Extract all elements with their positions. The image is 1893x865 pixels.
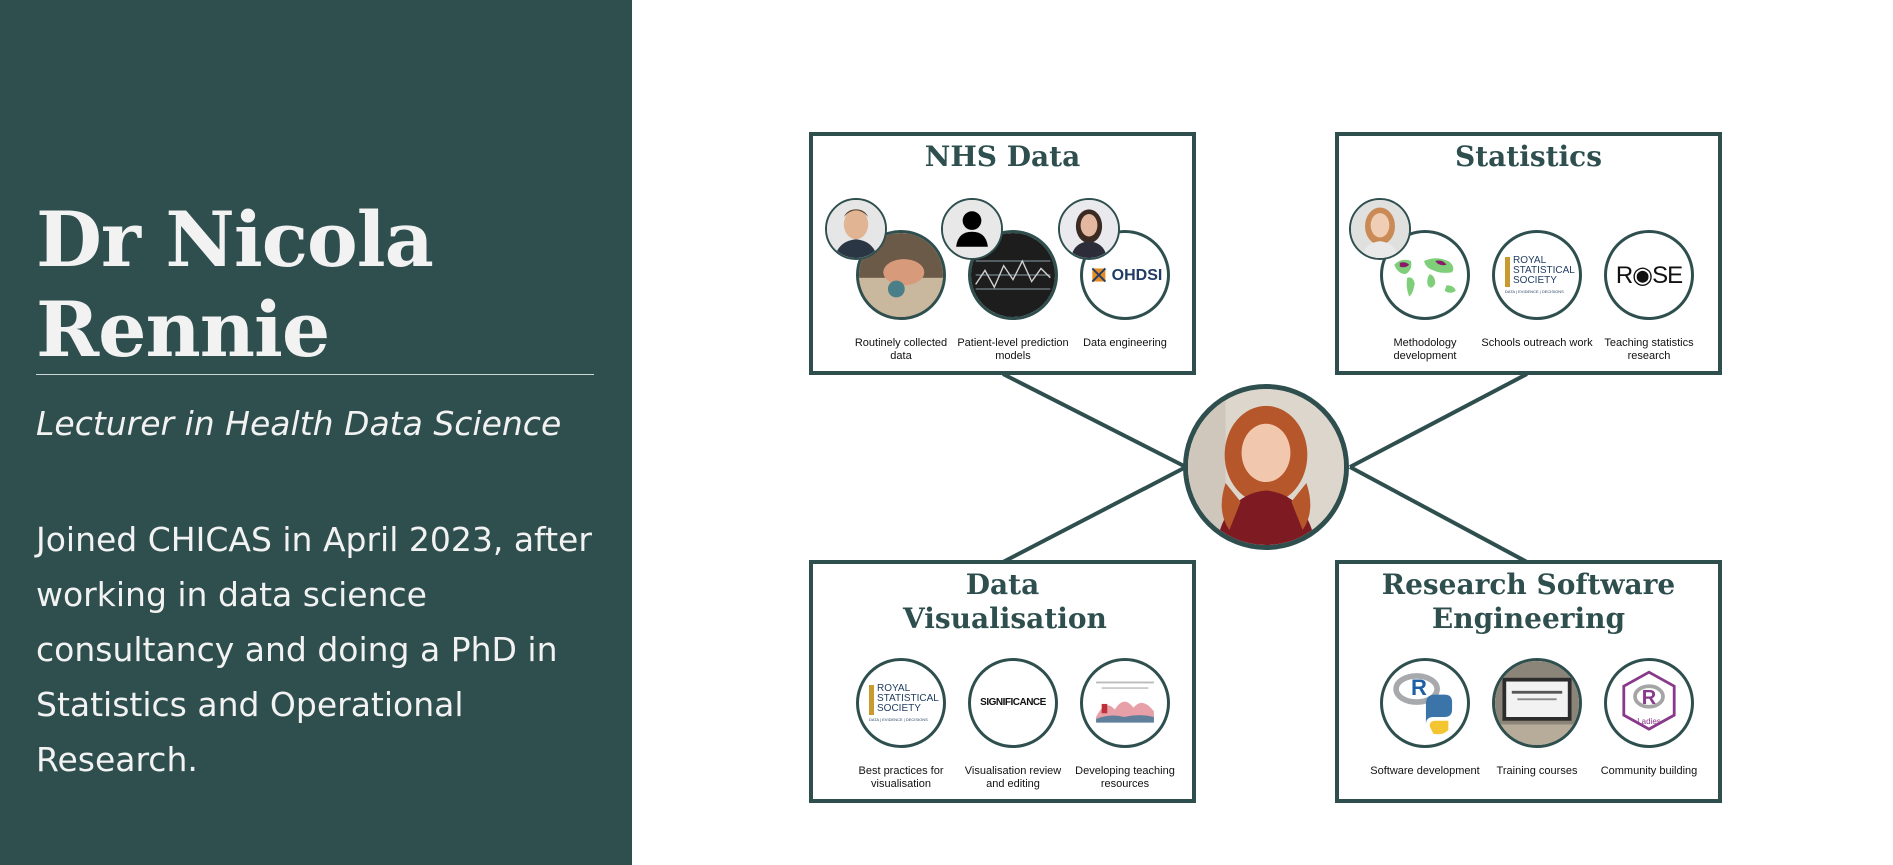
logo-royal-statistical-society: ROYAL STATISTICAL SOCIETY DATA | EVIDENC… <box>856 658 946 748</box>
panel-research-software-engineering: Research Software Engineering R R Ladies… <box>1335 560 1722 803</box>
logo-ohdsi: OHDSI <box>1080 230 1170 320</box>
logo-rladies: R Ladies <box>1604 658 1694 748</box>
logo-royal-statistical-society: ROYAL STATISTICAL SOCIETY DATA | EVIDENC… <box>1492 230 1582 320</box>
panel-title: Data Visualisation <box>903 568 1107 635</box>
rss-logo-line3: SOCIETY <box>1513 275 1557 286</box>
rladies-logo-text: Ladies <box>1637 717 1661 726</box>
r-logo-text: R <box>1411 675 1427 700</box>
rss-logo-line3: SOCIETY <box>877 703 921 714</box>
rss-logo-tagline: DATA | EVIDENCE | DECISIONS <box>1505 289 1564 294</box>
caption: Data engineering <box>1083 337 1167 349</box>
profile-name: Dr Nicola Rennie <box>36 195 434 374</box>
panel-nhs-data: NHS Data <box>809 132 1196 375</box>
caption: Developing teaching resources <box>1075 765 1175 790</box>
caption: Visualisation review and editing <box>964 765 1062 790</box>
profile-sidebar: Dr Nicola Rennie Lecturer in Health Data… <box>0 0 632 865</box>
panel-title: Statistics <box>1454 140 1602 173</box>
avatar <box>1349 198 1411 260</box>
rss-logo-line1: ROYAL <box>1513 255 1547 266</box>
sidebar-divider <box>36 374 594 375</box>
panel-title: Research Software Engineering <box>1381 568 1676 635</box>
rose-logo-text: R◉SE <box>1615 262 1683 289</box>
person-placeholder-icon <box>941 198 1003 260</box>
image-teaching-resources <box>1080 658 1170 748</box>
caption: Best practices for visualisation <box>858 765 944 790</box>
caption: Patient-level prediction models <box>957 337 1069 362</box>
rss-logo-line2: STATISTICAL <box>877 693 939 704</box>
rss-logo-line1: ROYAL <box>877 683 911 694</box>
logo-r-python: R <box>1380 658 1470 748</box>
panel-statistics: Statistics ROYAL STATISTICAL SOCIETY DAT… <box>1335 132 1722 375</box>
caption: Teaching statistics research <box>1604 337 1694 362</box>
image-routinely-collected-data <box>856 230 946 320</box>
caption: Software development <box>1370 765 1480 777</box>
profile-role: Lecturer in Health Data Science <box>36 404 562 443</box>
logo-significance: SIGNIFICANCE <box>968 658 1058 748</box>
panel-data-visualisation: Data Visualisation ROYAL STATISTICAL SOC… <box>809 560 1196 803</box>
panel-title: NHS Data <box>924 140 1081 173</box>
image-patient-level-prediction-models <box>968 230 1058 320</box>
caption: Community building <box>1600 765 1698 777</box>
rladies-r-text: R <box>1641 687 1657 709</box>
image-training-course <box>1492 658 1582 748</box>
significance-logo-text: SIGNIFICANCE <box>980 697 1046 708</box>
caption: Training courses <box>1496 765 1578 777</box>
profile-bio: Joined CHICAS in April 2023, after worki… <box>36 520 592 779</box>
rss-logo-bar <box>869 685 874 715</box>
avatar <box>1058 198 1120 260</box>
rss-logo-line2: STATISTICAL <box>1513 265 1575 276</box>
rss-logo-tagline: DATA | EVIDENCE | DECISIONS <box>869 717 928 722</box>
avatar <box>825 198 887 260</box>
central-portrait <box>1183 384 1349 550</box>
caption: Schools outreach work <box>1481 337 1593 349</box>
ohdsi-logo-text: OHDSI <box>1111 267 1163 284</box>
caption: Methodology development <box>1393 337 1457 362</box>
logo-rose: R◉SE <box>1604 230 1694 320</box>
caption: Routinely collected data <box>854 337 948 362</box>
rss-logo-bar <box>1505 257 1510 287</box>
